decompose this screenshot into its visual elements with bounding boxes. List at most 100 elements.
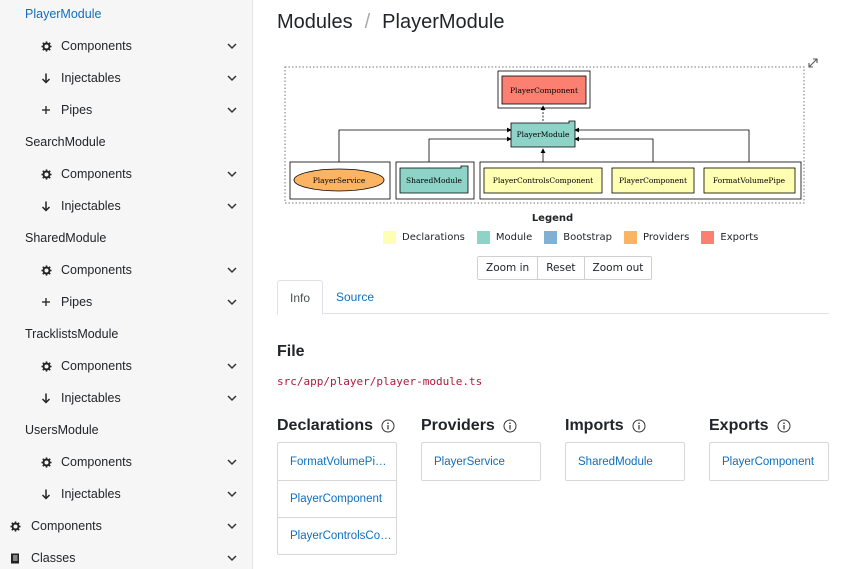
graph-node-declaration-2[interactable]: [611, 167, 695, 194]
chevron-down-icon[interactable]: [227, 73, 237, 83]
sidebar-item-player-components[interactable]: Components: [0, 30, 252, 62]
sidebar-item-users-injectables[interactable]: Injectables: [0, 478, 252, 510]
chevron-down-icon[interactable]: [227, 265, 237, 275]
sidebar-item-search-injectables[interactable]: Injectables: [0, 190, 252, 222]
sidebar-item-shared-pipes[interactable]: Pipes: [0, 286, 252, 318]
chevron-down-icon[interactable]: [227, 105, 237, 115]
sidebar-item-label: Injectables: [61, 487, 121, 501]
graph-edge-declaration-2: [574, 136, 654, 170]
expand-icon[interactable]: [807, 57, 819, 69]
legend-title: Legend: [531, 213, 574, 224]
declaration-link[interactable]: PlayerControlsCo…: [278, 517, 396, 554]
sidebar-item-components[interactable]: Components: [0, 510, 252, 542]
chevron-down-icon[interactable]: [227, 521, 237, 531]
sidebar-item-label: PlayerModule: [25, 7, 102, 21]
providers-section: Providers PlayerService: [421, 416, 541, 481]
sidebar-item-usersmodule[interactable]: UsersModule: [0, 414, 252, 446]
sidebar-item-tracklists-components[interactable]: Components: [0, 350, 252, 382]
sidebar-item-player-injectables[interactable]: Injectables: [0, 62, 252, 94]
chevron-down-icon[interactable]: [227, 393, 237, 403]
sidebar-item-search-components[interactable]: Components: [0, 158, 252, 190]
graph-node-exported-component-label: PlayerComponent: [510, 86, 578, 95]
cog-icon: [40, 360, 52, 372]
legend-item-module: Module: [476, 231, 533, 244]
providers-list: PlayerService: [421, 442, 541, 481]
legend-label: Providers: [643, 232, 690, 243]
graph-node-module[interactable]: [510, 120, 576, 148]
graph-node-provider[interactable]: [293, 168, 385, 192]
legend-label: Module: [495, 232, 533, 243]
graph-node-declaration-3[interactable]: [703, 167, 796, 194]
file-path: src/app/player/player-module.ts: [277, 375, 483, 388]
breadcrumb-modules-link[interactable]: Modules: [277, 11, 353, 33]
plus-icon: [40, 104, 52, 116]
info-icon[interactable]: [632, 419, 646, 433]
exports-list: PlayerComponent: [709, 442, 829, 481]
legend-swatch: [701, 231, 715, 244]
chevron-down-icon[interactable]: [227, 41, 237, 51]
sidebar-item-tracklists-injectables[interactable]: Injectables: [0, 382, 252, 414]
graph-node-exported-component[interactable]: [501, 75, 587, 105]
declaration-link[interactable]: PlayerComponent: [278, 480, 396, 517]
import-link[interactable]: SharedModule: [578, 455, 653, 468]
graph-edge-declaration-3: [574, 127, 750, 170]
legend-label: Declarations: [402, 232, 465, 243]
chevron-down-icon[interactable]: [227, 553, 237, 563]
info-icon[interactable]: [777, 419, 791, 433]
zoom-reset-button[interactable]: Reset: [537, 257, 584, 279]
sidebar-item-playermodule[interactable]: PlayerModule: [0, 0, 252, 30]
zoom-out-button[interactable]: Zoom out: [583, 257, 652, 279]
breadcrumb-current: PlayerModule: [382, 11, 505, 33]
zoom-controls: Zoom in Reset Zoom out: [477, 256, 653, 280]
declarations-heading: Declarations: [277, 417, 374, 434]
imports-list: SharedModule: [565, 442, 685, 481]
imports-section: Imports SharedModule: [565, 416, 685, 481]
file-heading: File: [277, 343, 305, 360]
info-icon[interactable]: [381, 419, 395, 433]
breadcrumb: Modules / PlayerModule: [277, 11, 504, 34]
export-link[interactable]: PlayerComponent: [722, 455, 815, 468]
declaration-link[interactable]: FormatVolumePi…: [290, 455, 387, 468]
sidebar-item-searchmodule[interactable]: SearchModule: [0, 126, 252, 158]
plus-icon: [40, 296, 52, 308]
chevron-down-icon[interactable]: [227, 361, 237, 371]
graph-node-provider-label: PlayerService: [313, 176, 366, 185]
chevron-down-icon[interactable]: [227, 489, 237, 499]
chevron-down-icon[interactable]: [227, 297, 237, 307]
chevron-down-icon[interactable]: [227, 457, 237, 467]
sidebar: PlayerModule Components Injectables Pipe…: [0, 0, 253, 569]
sidebar-item-users-components[interactable]: Components: [0, 446, 252, 478]
sidebar-item-shared-components[interactable]: Components: [0, 254, 252, 286]
graph-edge-provider: [338, 127, 512, 174]
sidebar-item-tracklistsmodule[interactable]: TracklistsModule: [0, 318, 252, 350]
info-icon[interactable]: [503, 419, 517, 433]
exports-section: Exports PlayerComponent: [709, 416, 829, 481]
graph-node-declaration-1-label: PlayerControlsComponent: [493, 176, 593, 185]
graph-node-declaration-3-label: FormatVolumePipe: [713, 176, 786, 185]
cog-icon: [40, 168, 52, 180]
sidebar-item-sharedmodule[interactable]: SharedModule: [0, 222, 252, 254]
legend-swatch: [476, 231, 490, 244]
legend-label: Bootstrap: [563, 232, 612, 243]
arrow-down-icon: [40, 200, 52, 212]
sidebar-item-label: Components: [31, 519, 102, 533]
module-dependency-graph[interactable]: PlayerComponent PlayerModule PlayerServi…: [284, 66, 806, 204]
sidebar-item-classes[interactable]: Classes: [0, 542, 252, 569]
book-icon: [9, 552, 21, 564]
tab-info[interactable]: Info: [277, 280, 324, 315]
graph-node-declaration-1[interactable]: [483, 167, 603, 194]
graph-outer-frame: [284, 66, 805, 204]
declarations-list: FormatVolumePi… PlayerComponent PlayerCo…: [277, 442, 397, 555]
sidebar-item-player-pipes[interactable]: Pipes: [0, 94, 252, 126]
graph-node-declaration-2-label: PlayerComponent: [619, 176, 687, 185]
provider-link[interactable]: PlayerService: [434, 455, 505, 468]
sidebar-item-label: SharedModule: [25, 231, 107, 245]
graph-node-import[interactable]: [399, 165, 469, 194]
chevron-down-icon[interactable]: [227, 201, 237, 211]
imports-heading: Imports: [565, 417, 624, 434]
legend-swatch: [383, 231, 396, 244]
tab-source[interactable]: Source: [336, 290, 375, 304]
chevron-down-icon[interactable]: [227, 169, 237, 179]
declarations-section: Declarations FormatVolumePi… PlayerCompo…: [277, 416, 397, 555]
zoom-in-button[interactable]: Zoom in: [478, 257, 538, 279]
